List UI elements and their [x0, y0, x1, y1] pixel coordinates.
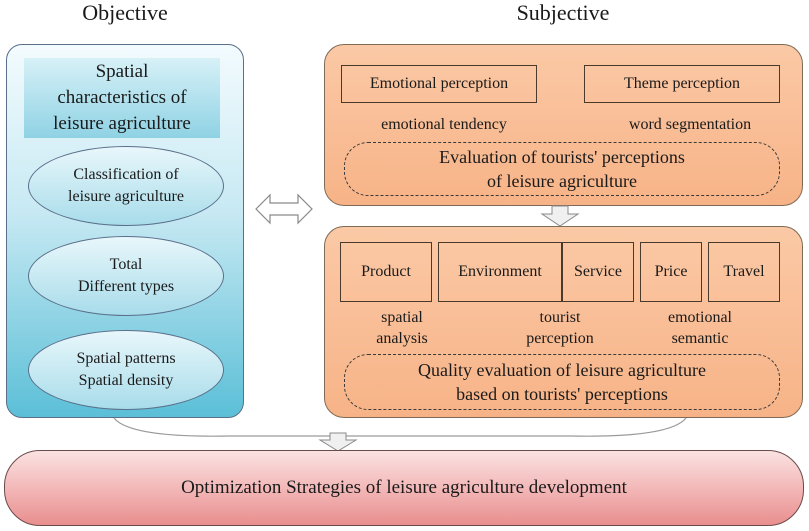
- ellipse-line: Total: [109, 256, 143, 273]
- perception-evaluation-box: Evaluation of tourists' perceptions of l…: [344, 142, 780, 196]
- perception-panel: [324, 44, 803, 206]
- subjective-header: Subjective: [516, 0, 610, 25]
- service-box: Service: [562, 242, 634, 302]
- merge-connector: [113, 417, 687, 437]
- optimization-strategies-bar: Optimization Strategies of leisure agric…: [4, 450, 804, 526]
- down-arrow-icon: [318, 432, 358, 452]
- optimization-label: Optimization Strategies of leisure agric…: [181, 477, 627, 498]
- ellipse-line: Different types: [77, 278, 175, 295]
- title-line: leisure agriculture: [53, 113, 191, 134]
- quality-evaluation-box: Quality evaluation of leisure agricultur…: [344, 354, 780, 410]
- method-line: analysis: [376, 330, 428, 347]
- method-line: spatial: [381, 309, 423, 326]
- method-line: emotional: [668, 309, 732, 326]
- ellipse-line: Spatial density: [78, 372, 174, 389]
- emotional-perception-box: Emotional perception: [341, 65, 537, 103]
- quality-panel: [324, 226, 803, 418]
- title-line: characteristics of: [57, 87, 187, 108]
- method-line: perception: [526, 330, 594, 347]
- classification-ellipse: Classification of leisure agriculture: [28, 146, 224, 226]
- title-line: Spatial: [95, 61, 149, 82]
- evaluation-line: based on tourists' perceptions: [456, 384, 668, 404]
- emotional-semantic-label: emotional semantic: [640, 307, 760, 349]
- down-arrow-icon: [540, 205, 580, 227]
- emotional-tendency-label: emotional tendency: [381, 116, 507, 133]
- types-ellipse: Total Different types: [28, 236, 224, 316]
- evaluation-line: of leisure agriculture: [487, 171, 637, 191]
- price-box: Price: [640, 242, 702, 302]
- travel-box: Travel: [708, 242, 780, 302]
- environment-box: Environment: [438, 242, 562, 302]
- evaluation-line: Evaluation of tourists' perceptions: [439, 147, 685, 167]
- spatial-characteristics-title: Spatial characteristics of leisure agric…: [24, 58, 220, 138]
- spatial-pattern-ellipse: Spatial patterns Spatial density: [28, 330, 224, 410]
- tourist-perception-label: tourist perception: [500, 307, 620, 349]
- objective-header: Objective: [82, 0, 168, 25]
- spatial-analysis-label: spatial analysis: [352, 307, 452, 349]
- evaluation-line: Quality evaluation of leisure agricultur…: [418, 360, 706, 380]
- theme-perception-box: Theme perception: [584, 65, 780, 103]
- double-arrow-icon: [255, 193, 313, 225]
- method-line: semantic: [671, 330, 729, 347]
- method-line: tourist: [539, 309, 581, 326]
- word-segmentation-label: word segmentation: [628, 116, 752, 133]
- ellipse-line: leisure agriculture: [68, 188, 184, 205]
- product-box: Product: [340, 242, 432, 302]
- ellipse-line: Spatial patterns: [76, 350, 176, 367]
- ellipse-line: Classification of: [73, 166, 179, 183]
